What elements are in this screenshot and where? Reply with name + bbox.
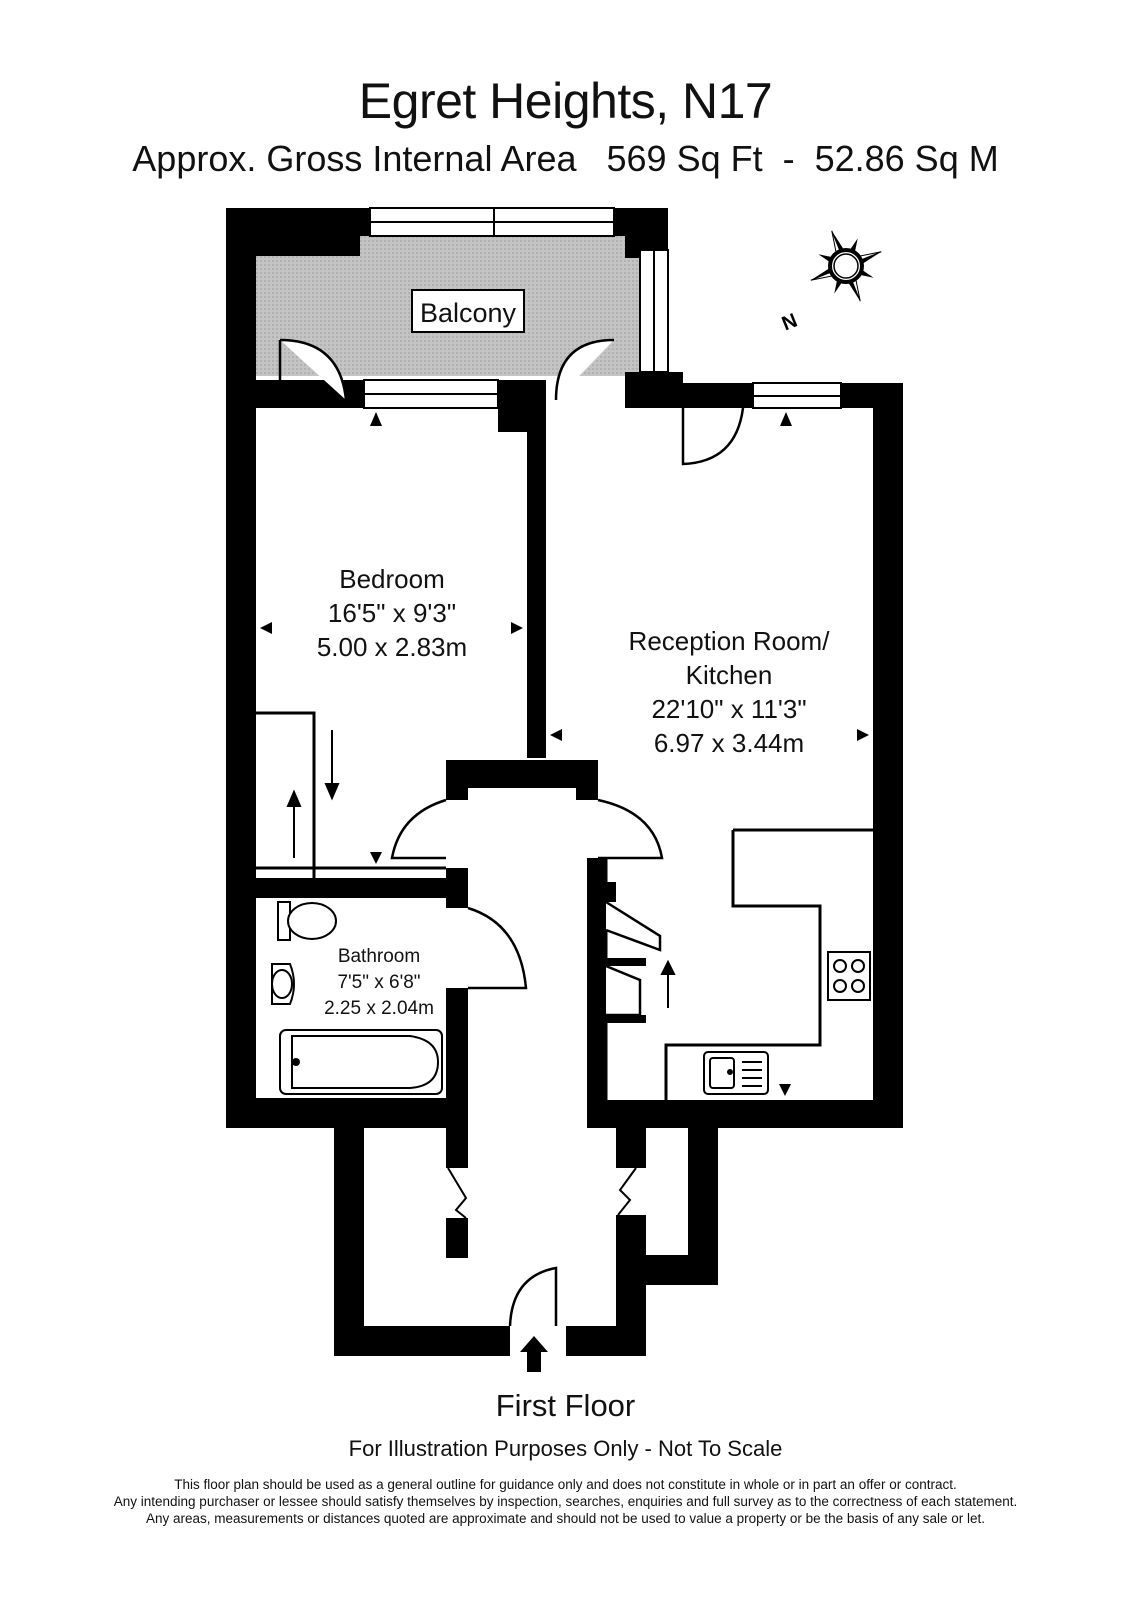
- wardrobe-doors: [447, 1167, 637, 1219]
- sliding-door-arrows: [286, 730, 676, 1008]
- compass-rose-icon: [810, 230, 882, 302]
- area-subtitle: Approx. Gross Internal Area 569 Sq Ft - …: [132, 138, 999, 179]
- dimension-markers: [260, 412, 869, 1096]
- walls: [226, 208, 903, 1356]
- floor-label: First Floor: [495, 1388, 636, 1423]
- reception-metric: 6.97 x 3.44m: [654, 728, 804, 758]
- reception-name-line1: Reception Room/: [629, 626, 831, 656]
- bathroom-name: Bathroom: [338, 946, 420, 967]
- basin-icon: [271, 963, 295, 1005]
- disclaimer-line: Any intending purchaser or lessee should…: [113, 1494, 1018, 1509]
- toilet-icon: [277, 901, 337, 941]
- bedroom-name: Bedroom: [339, 564, 445, 594]
- illustration-note: For Illustration Purposes Only - Not To …: [348, 1436, 783, 1461]
- bathroom-metric: 2.25 x 2.04m: [324, 998, 434, 1019]
- disclaimer-line: Any areas, measurements or distances quo…: [146, 1511, 985, 1526]
- reception-name-line2: Kitchen: [686, 660, 773, 690]
- doors: [278, 338, 745, 1327]
- balcony-label: Balcony: [420, 298, 517, 328]
- balcony-label-box: [411, 289, 525, 333]
- partitions: [256, 711, 873, 1100]
- bedroom-metric: 5.00 x 2.83m: [317, 632, 467, 662]
- windows: [363, 207, 842, 409]
- bedroom-imperial: 16'5" x 9'3": [328, 598, 456, 628]
- entrance-arrow-icon: [520, 1336, 548, 1372]
- disclaimer-line: This floor plan should be used as a gene…: [174, 1477, 957, 1492]
- disclaimer: This floor plan should be used as a gene…: [0, 1476, 1131, 1527]
- plan-title: Egret Heights, N17: [358, 73, 773, 129]
- bathtub-icon: [279, 1029, 443, 1095]
- hob-icon: [827, 951, 871, 1001]
- bathroom-imperial: 7'5" x 6'8": [337, 972, 420, 993]
- reception-imperial: 22'10" x 11'3": [651, 694, 806, 724]
- compass-north-label: N: [779, 310, 801, 336]
- sink-icon: [703, 1051, 769, 1095]
